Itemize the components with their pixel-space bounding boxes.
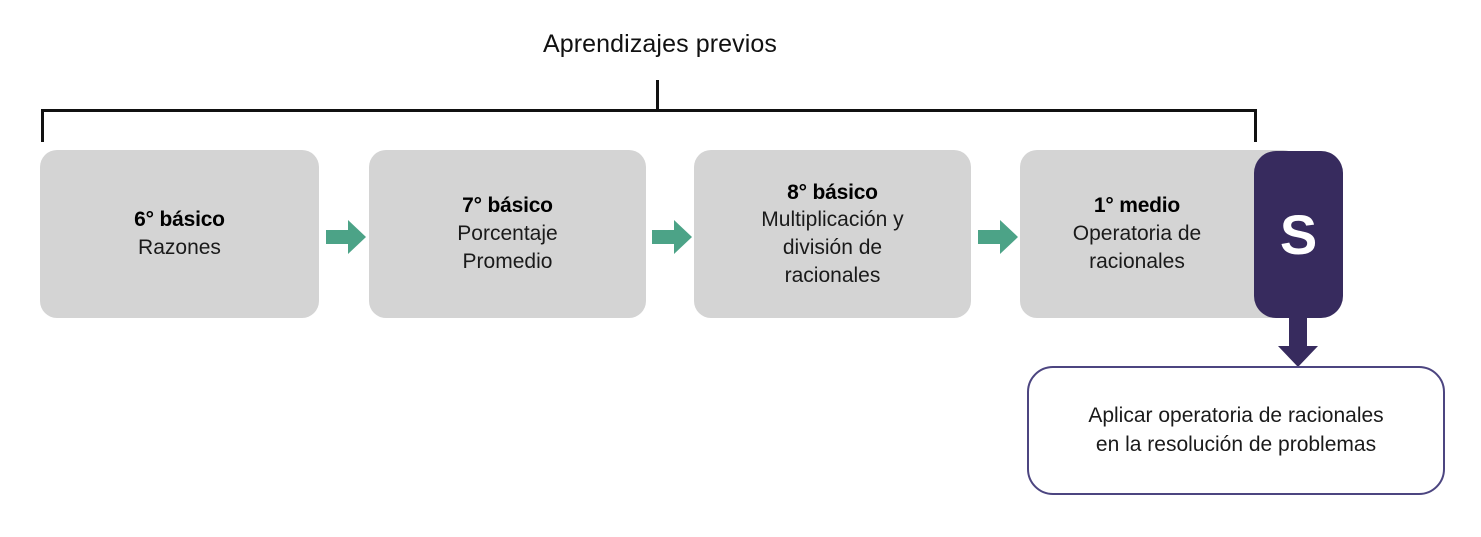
- step-box-content: 1° medio Operatoria de racionales: [1073, 192, 1247, 275]
- step-desc-line: Porcentaje: [457, 222, 558, 246]
- step-desc-line: Razones: [138, 236, 221, 259]
- step-box-6-basico[interactable]: 6° básico Razones: [40, 150, 319, 318]
- step-grade-label: 1° medio: [1093, 194, 1181, 218]
- step-desc-line: Operatoria de: [1072, 222, 1202, 246]
- step-desc-line: Promedio: [462, 249, 553, 273]
- bracket-stem: [656, 80, 659, 111]
- arrow-right-icon: [976, 215, 1020, 259]
- arrow-down-icon: [1268, 314, 1328, 368]
- step-grade-label: 6° básico: [134, 208, 225, 232]
- s-badge[interactable]: S: [1254, 151, 1343, 318]
- step-desc-line: Multiplicación y: [761, 208, 904, 232]
- step-desc-line: división de: [782, 236, 883, 259]
- bracket-right-tick: [1254, 109, 1257, 142]
- bracket-top-line: [41, 109, 1257, 112]
- arrow-right-icon: [650, 215, 694, 259]
- step-box-content: 8° básico Multiplicación y división de r…: [761, 179, 903, 290]
- step-box-8-basico[interactable]: 8° básico Multiplicación y división de r…: [694, 150, 971, 318]
- step-desc-line: racionales: [784, 263, 881, 287]
- step-desc-line: racionales: [1089, 249, 1185, 273]
- step-box-7-basico[interactable]: 7° básico Porcentaje Promedio: [369, 150, 646, 318]
- bracket-left-tick: [41, 109, 44, 142]
- step-grade-label: 8° básico: [787, 180, 878, 204]
- arrow-right-icon: [324, 215, 368, 259]
- step-grade-label: 7° básico: [462, 194, 553, 218]
- diagram-title: Aprendizajes previos: [542, 30, 778, 58]
- outcome-box[interactable]: Aplicar operatoria de racionales en la r…: [1027, 366, 1445, 495]
- outcome-line: en la resolución de problemas: [1095, 432, 1377, 456]
- step-box-1-medio[interactable]: 1° medio Operatoria de racionales: [1020, 150, 1300, 318]
- outcome-line: Aplicar operatoria de racionales: [1088, 403, 1384, 427]
- step-box-content: 6° básico Razones: [134, 206, 225, 261]
- s-badge-label: S: [1279, 202, 1318, 266]
- step-box-content: 7° básico Porcentaje Promedio: [457, 192, 557, 275]
